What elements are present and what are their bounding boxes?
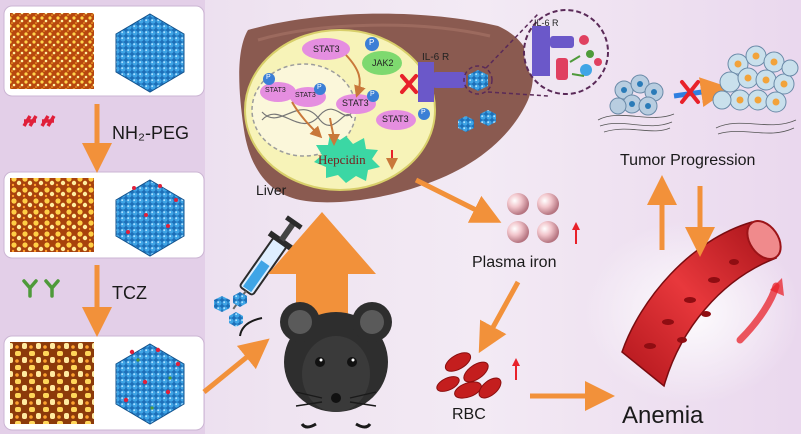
step-label-peg: NH₂-PEG xyxy=(112,123,189,143)
step-label-tcz: TCZ xyxy=(112,283,147,303)
tumor-small xyxy=(597,74,675,133)
nanoparticle-3 xyxy=(115,343,185,425)
rbc-label: RBC xyxy=(452,406,486,423)
p-label-5: P xyxy=(421,109,426,116)
jak2-label: JAK2 xyxy=(372,58,394,68)
dna-strand xyxy=(261,108,353,126)
p-label-3: P xyxy=(317,84,322,91)
anemia-label: Anemia xyxy=(622,402,704,429)
tumor-growth-arrow xyxy=(673,77,731,107)
arrow-liver-to-iron xyxy=(414,177,502,223)
peg-icon xyxy=(22,115,56,127)
jak2-blob xyxy=(362,51,402,75)
zoom-receptor-detail xyxy=(532,26,602,80)
p-label-2: P xyxy=(266,74,271,81)
arrow-to-mouse xyxy=(202,338,270,394)
zoom-il6r-label: IL-6 R xyxy=(534,18,559,28)
afm-image-2 xyxy=(10,178,94,252)
nanoparticle-1 xyxy=(115,13,185,93)
material-card-1 xyxy=(3,5,205,97)
afm-image-1 xyxy=(10,13,94,89)
p-label-1: P xyxy=(369,38,375,47)
tumor-inhibit-x-icon xyxy=(680,80,700,104)
arrow-iron-to-rbc xyxy=(478,280,521,354)
antibody-icon xyxy=(22,279,60,298)
big-arrow-up xyxy=(268,212,376,326)
material-card-2 xyxy=(3,171,205,259)
nanoparticle-2 xyxy=(115,179,185,257)
pathway-arrows xyxy=(291,54,366,146)
afm-image-3 xyxy=(10,342,94,424)
tumor-progression-label: Tumor Progression xyxy=(620,152,756,169)
il6r-label: IL-6 R xyxy=(422,52,450,63)
tumor-large xyxy=(712,45,799,135)
stat3-label-mid: STAT3 xyxy=(342,98,369,108)
plasma-iron-label: Plasma iron xyxy=(472,254,557,271)
mouse-icon xyxy=(239,302,392,429)
blood-vessel xyxy=(621,220,784,388)
liver-label: Liver xyxy=(256,182,287,198)
rbc-cells xyxy=(436,352,502,399)
nanoparticle-cluster-left xyxy=(214,292,247,327)
il6-receptor-bar xyxy=(418,62,434,102)
zoom-line-bottom xyxy=(487,91,549,97)
hepcidin-label: Hepcidin xyxy=(318,152,366,167)
stat3-label-nuc-1: STAT3 xyxy=(265,87,286,94)
inhibit-x-icon xyxy=(400,74,418,94)
plasma-iron-spheres xyxy=(507,193,559,243)
stat3-label-nuc-2: STAT3 xyxy=(295,92,316,99)
nanoparticles-liver xyxy=(458,70,496,132)
material-card-3 xyxy=(3,335,205,431)
stat3-label-top: STAT3 xyxy=(313,44,340,54)
hepcidin-burst xyxy=(314,134,380,183)
zoom-line-top xyxy=(485,13,539,69)
stat3-label-right: STAT3 xyxy=(382,114,409,124)
p-label-4: P xyxy=(370,91,375,98)
phospho-circles xyxy=(263,37,430,120)
